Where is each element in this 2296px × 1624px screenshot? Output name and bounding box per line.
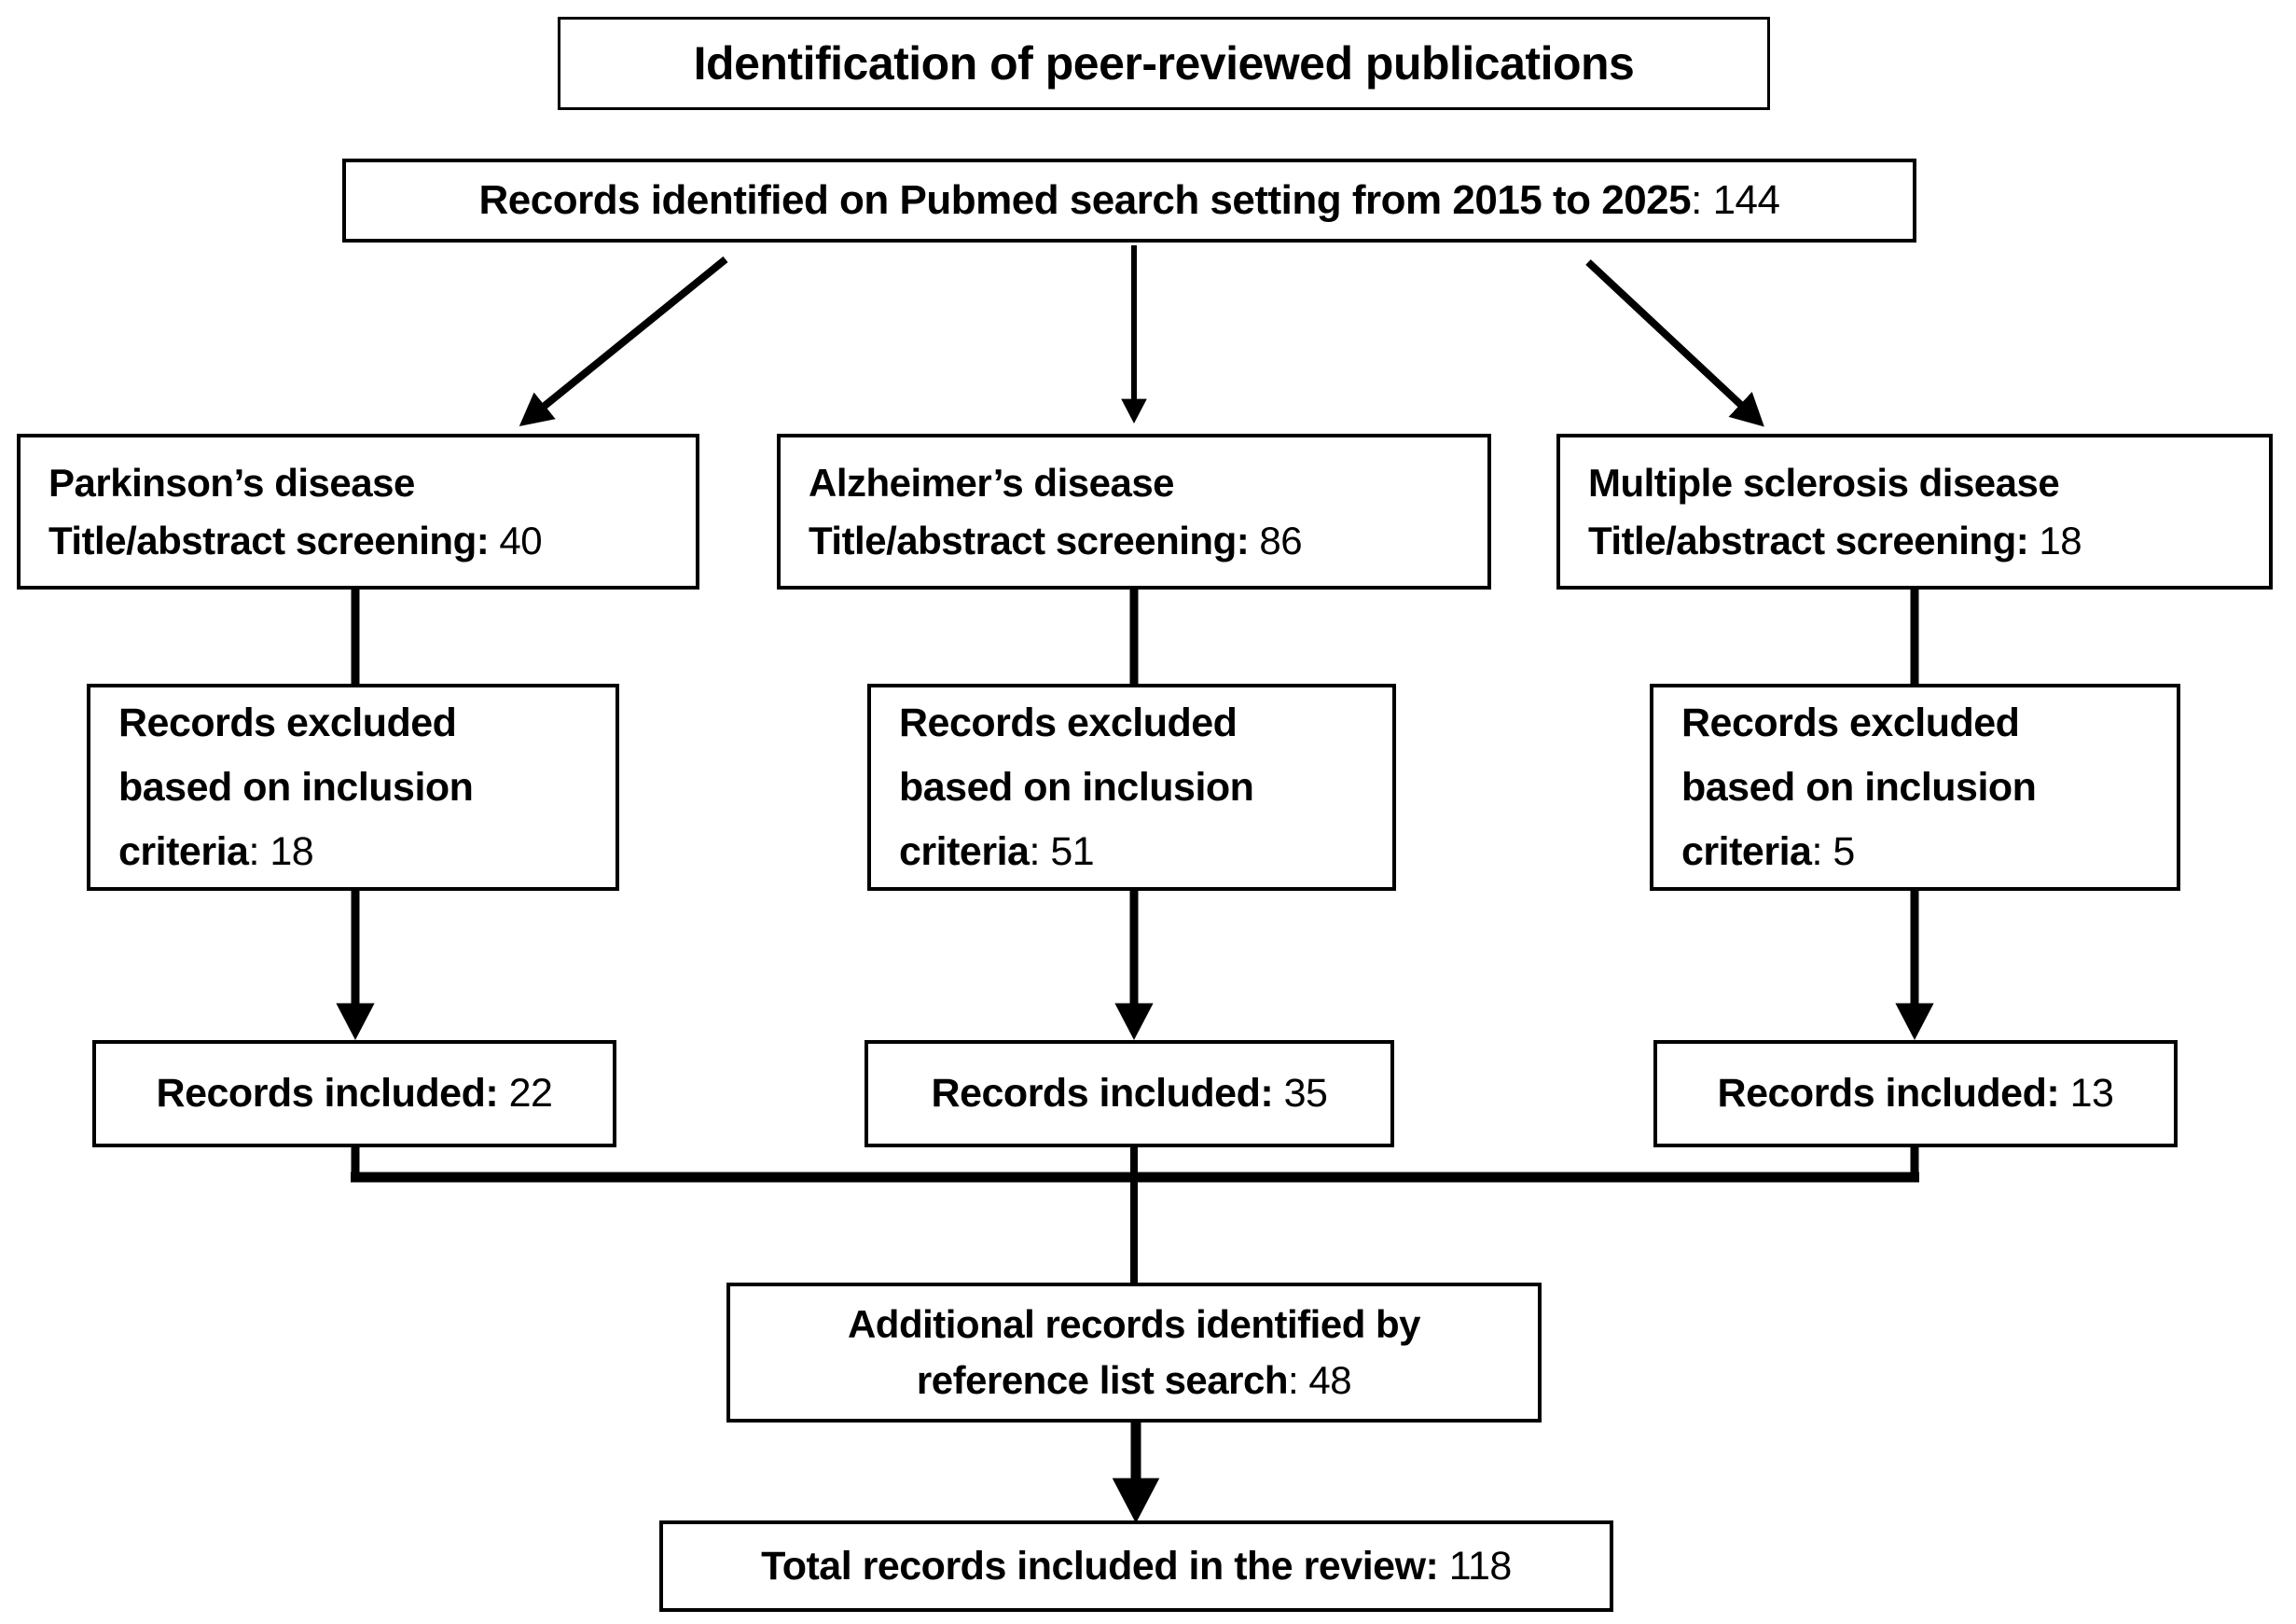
screening-line: Title/abstract screening: 86 bbox=[809, 512, 1303, 570]
diagram-title: Identification of peer-reviewed publicat… bbox=[694, 36, 1635, 90]
included-line: Records included: 13 bbox=[1718, 1071, 2114, 1117]
screening-line: Title/abstract screening: 18 bbox=[1588, 512, 2082, 570]
total-line: Total records included in the review: 11… bbox=[761, 1544, 1512, 1589]
excluded-line-3: criteria: 18 bbox=[118, 820, 314, 884]
excluded-text-2: based on inclusion bbox=[118, 764, 474, 810]
parkinson-excluded-box: Records excluded based on inclusion crit… bbox=[87, 684, 619, 891]
additional-line-2: reference list search: 48 bbox=[916, 1353, 1352, 1409]
additional-label: reference list search bbox=[916, 1358, 1289, 1402]
included-line: Records included: 22 bbox=[157, 1071, 553, 1117]
parkinson-screening-count: 40 bbox=[489, 518, 543, 562]
alzheimer-screening-label: Title/abstract screening: bbox=[809, 518, 1250, 562]
excluded-text-1: Records excluded bbox=[118, 700, 457, 745]
additional-records-box: Additional records identified by referen… bbox=[726, 1283, 1542, 1423]
alzheimer-excluded-box: Records excluded based on inclusion crit… bbox=[867, 684, 1396, 891]
additional-text-1: Additional records identified by bbox=[847, 1302, 1421, 1346]
alzheimer-screening-box: Alzheimer’s disease Title/abstract scree… bbox=[777, 434, 1491, 590]
alzheimer-included-box: Records included: 35 bbox=[864, 1040, 1394, 1147]
total-label: Total records included in the review: bbox=[761, 1543, 1439, 1589]
ms-screening-count: 18 bbox=[2028, 518, 2082, 562]
additional-count: : 48 bbox=[1288, 1358, 1352, 1402]
excluded-text-2: based on inclusion bbox=[899, 764, 1254, 810]
source-count: : 144 bbox=[1691, 177, 1780, 223]
arrow-source-to-multiple-sclerosis bbox=[1585, 259, 1764, 427]
excluded-label: criteria bbox=[118, 828, 249, 874]
included-count: 13 bbox=[2059, 1071, 2114, 1116]
excluded-label: criteria bbox=[899, 828, 1030, 874]
excluded-line-3: criteria: 5 bbox=[1681, 820, 1855, 884]
disease-name: Alzheimer’s disease bbox=[809, 454, 1175, 512]
parkinson-screening-box: Parkinson’s disease Title/abstract scree… bbox=[17, 434, 699, 590]
included-label: Records included: bbox=[931, 1071, 1274, 1116]
excluded-count: : 18 bbox=[248, 828, 314, 874]
ms-excluded-box: Records excluded based on inclusion crit… bbox=[1650, 684, 2180, 891]
included-count: 35 bbox=[1273, 1071, 1328, 1116]
parkinson-disease-label: Parkinson’s disease bbox=[48, 460, 415, 505]
excluded-line-2: based on inclusion bbox=[118, 756, 474, 820]
excluded-line-3: criteria: 51 bbox=[899, 820, 1095, 884]
excluded-line-1: Records excluded bbox=[118, 691, 457, 756]
included-count: 22 bbox=[498, 1071, 553, 1116]
ms-disease-label: Multiple sclerosis disease bbox=[1588, 460, 2060, 505]
alzheimer-disease-label: Alzheimer’s disease bbox=[809, 460, 1175, 505]
title-text: Identification of peer-reviewed publicat… bbox=[693, 37, 1635, 90]
additional-line-1: Additional records identified by bbox=[847, 1297, 1421, 1353]
excluded-text-2: based on inclusion bbox=[1681, 764, 2037, 810]
total-records-box: Total records included in the review: 11… bbox=[659, 1520, 1613, 1612]
disease-name: Multiple sclerosis disease bbox=[1588, 454, 2060, 512]
alzheimer-screening-count: 86 bbox=[1249, 518, 1303, 562]
screening-line: Title/abstract screening: 40 bbox=[48, 512, 543, 570]
total-count: 118 bbox=[1438, 1543, 1513, 1589]
ms-screening-label: Title/abstract screening: bbox=[1588, 518, 2029, 562]
excluded-line-2: based on inclusion bbox=[899, 756, 1254, 820]
arrow-source-to-parkinson bbox=[519, 256, 728, 427]
disease-name: Parkinson’s disease bbox=[48, 454, 415, 512]
excluded-count: : 5 bbox=[1811, 828, 1855, 874]
excluded-count: : 51 bbox=[1029, 828, 1095, 874]
included-label: Records included: bbox=[1717, 1071, 2060, 1116]
excluded-line-1: Records excluded bbox=[1681, 691, 2020, 756]
excluded-text-1: Records excluded bbox=[899, 700, 1238, 745]
included-label: Records included: bbox=[156, 1071, 499, 1116]
excluded-line-1: Records excluded bbox=[899, 691, 1238, 756]
ms-screening-box: Multiple sclerosis disease Title/abstrac… bbox=[1556, 434, 2273, 590]
title-box: Identification of peer-reviewed publicat… bbox=[558, 17, 1770, 110]
excluded-text-1: Records excluded bbox=[1681, 700, 2020, 745]
excluded-label: criteria bbox=[1681, 828, 1812, 874]
source-box: Records identified on Pubmed search sett… bbox=[342, 159, 1916, 243]
parkinson-included-box: Records included: 22 bbox=[92, 1040, 616, 1147]
included-line: Records included: 35 bbox=[932, 1071, 1328, 1117]
source-label: Records identified on Pubmed search sett… bbox=[478, 177, 1692, 223]
ms-included-box: Records included: 13 bbox=[1653, 1040, 2178, 1147]
excluded-line-2: based on inclusion bbox=[1681, 756, 2037, 820]
parkinson-screening-label: Title/abstract screening: bbox=[48, 518, 490, 562]
source-text: Records identified on Pubmed search sett… bbox=[478, 177, 1780, 224]
